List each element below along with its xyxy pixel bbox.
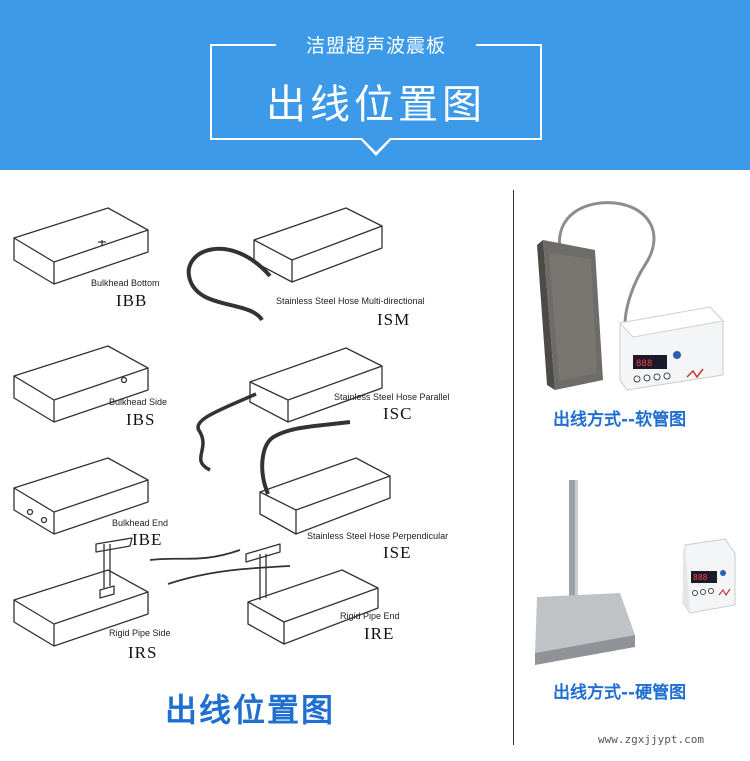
code-ire: IRE <box>364 624 395 643</box>
label-ibb: Bulkhead Bottom <box>91 278 160 288</box>
plate-bulkhead-end <box>13 457 149 535</box>
label-ise: Stainless Steel Hose Perpendicular <box>307 531 449 541</box>
label-isc: Stainless Steel Hose Parallel <box>334 392 450 402</box>
code-ibs: IBS <box>126 410 156 429</box>
frame-notch-inner <box>362 138 390 152</box>
plate-hose-parallel <box>196 347 383 472</box>
caption-soft-hose: 出线方式--软管图 <box>553 410 687 430</box>
product-rigid-pipe-image: 888 <box>535 480 736 665</box>
caption-rigid-pipe: 出线方式--硬管图 <box>553 683 687 703</box>
plate-hose-perpendicular <box>259 420 391 535</box>
plate-rigid-pipe-side <box>13 537 149 647</box>
label-ibe: Bulkhead End <box>112 518 169 528</box>
header-title: 出线位置图 <box>266 82 486 128</box>
label-ire: Rigid Pipe End <box>340 611 400 621</box>
svg-text:888: 888 <box>693 573 708 582</box>
label-irs: Rigid Pipe Side <box>109 628 171 638</box>
code-isc: ISC <box>383 404 413 423</box>
code-ibe: IBE <box>132 530 163 549</box>
plate-rigid-pipe-end <box>149 543 379 645</box>
code-ise: ISE <box>383 543 412 562</box>
vertical-divider <box>513 190 514 745</box>
product-soft-hose-image: 888 <box>537 201 724 391</box>
plate-bulkhead-side <box>13 345 149 423</box>
frame-top-right <box>476 44 542 46</box>
code-ibb: IBB <box>116 291 148 310</box>
outlet-position-diagram <box>13 207 391 647</box>
diagram-bottom-title: 出线位置图 <box>165 691 336 729</box>
label-ism: Stainless Steel Hose Multi-directional <box>276 296 425 306</box>
label-ibs: Bulkhead Side <box>109 397 168 407</box>
plate-hose-multi <box>186 207 383 322</box>
plate-bulkhead-bottom <box>13 207 149 285</box>
header-subtitle: 洁盟超声波震板 <box>305 35 446 57</box>
svg-text:888: 888 <box>636 359 652 369</box>
site-watermark: www.zgxjjypt.com <box>598 733 704 746</box>
code-irs: IRS <box>128 643 158 662</box>
frame-top-left <box>210 44 276 46</box>
code-ism: ISM <box>377 310 411 329</box>
